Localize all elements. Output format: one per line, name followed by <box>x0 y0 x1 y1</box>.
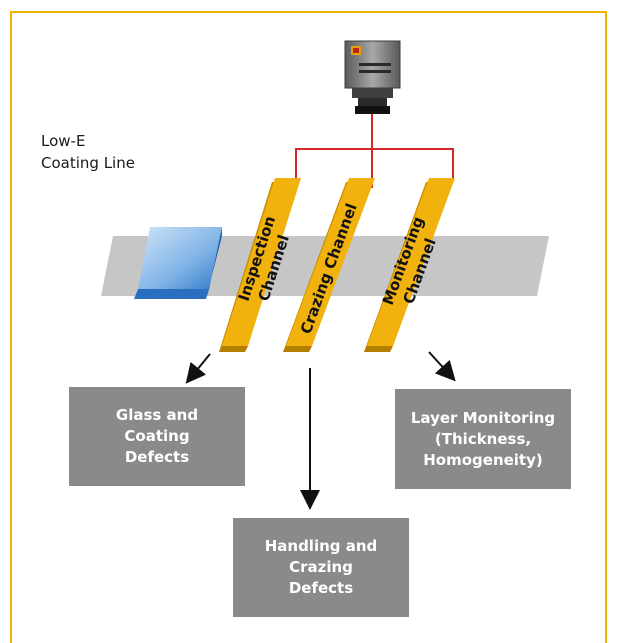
camera-icon <box>344 40 401 114</box>
handling-crazing-defects-label: Handling and Crazing Defects <box>264 537 378 597</box>
glass-coating-defects-label: Glass and Coating Defects <box>115 406 199 466</box>
monitoring-channel: Monitoring Channel <box>364 178 455 352</box>
glass-pane <box>134 227 222 299</box>
arrow-to-glass-defects <box>185 353 211 384</box>
inspection-channel: Inspection Channel <box>219 178 301 352</box>
handling-crazing-defects-box: Handling and Crazing Defects <box>233 518 409 617</box>
camera-wiring <box>295 114 454 188</box>
line-title: Low-E Coating Line <box>41 132 135 172</box>
arrow-to-layer-monitoring <box>428 351 456 382</box>
glass-coating-defects-box: Glass and Coating Defects <box>69 387 245 486</box>
layer-monitoring-label: Layer Monitoring (Thickness, Homogeneity… <box>410 408 556 469</box>
layer-monitoring-box: Layer Monitoring (Thickness, Homogeneity… <box>395 389 571 489</box>
